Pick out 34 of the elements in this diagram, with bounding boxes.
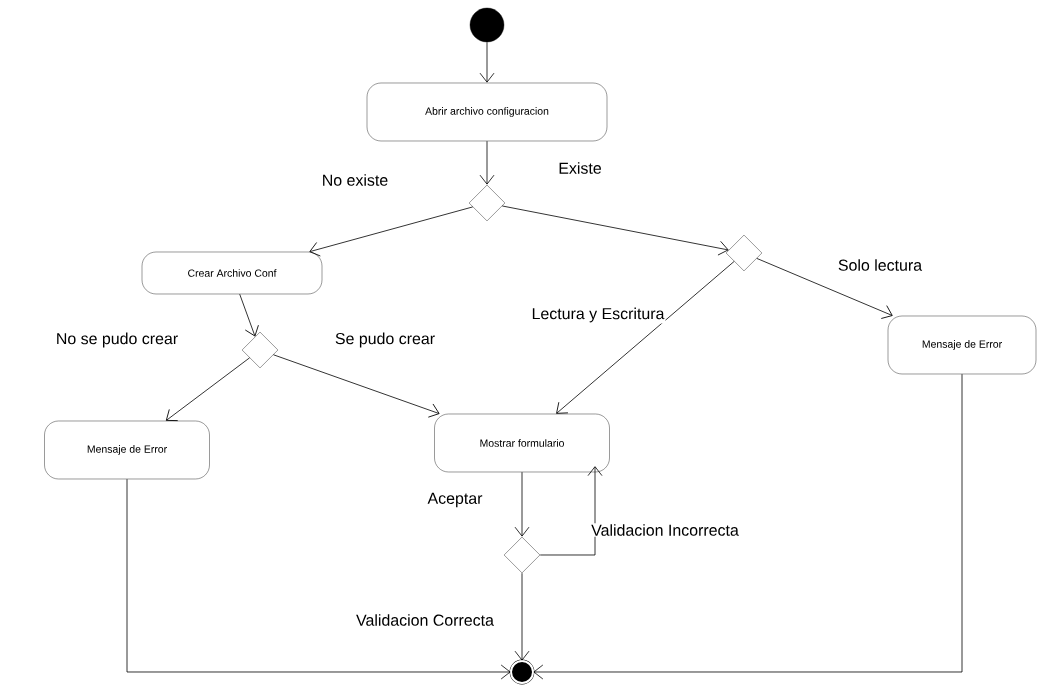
edge-label: Validacion Incorrecta (590, 523, 740, 537)
arrow (126, 478, 511, 680)
edge-label: Lectura y Escritura (530, 306, 666, 324)
edge-label: Validacion Correcta (355, 613, 495, 627)
edge-label: No se pudo crear (54, 331, 180, 349)
edge-label: Aceptar (426, 491, 484, 509)
arrow (533, 373, 963, 680)
arrow (479, 41, 495, 83)
arrow (309, 206, 474, 257)
arrow (756, 258, 893, 319)
start-node (469, 7, 505, 43)
decision-diamond (241, 331, 279, 369)
decision-diamond (725, 234, 763, 272)
decision-diamond (468, 184, 506, 222)
activity-box: Mensaje de Error (887, 315, 1037, 375)
arrow (239, 293, 259, 337)
activity-box: Crear Archivo Conf (141, 251, 323, 295)
end-node (509, 659, 535, 685)
arrow (556, 261, 735, 414)
edge-label: Se pudo crear (333, 331, 437, 349)
activity-box: Abrir archivo configuracion (366, 82, 608, 142)
arrow (514, 471, 530, 537)
arrow (479, 140, 495, 185)
arrow (514, 572, 530, 661)
edge-label: No existe (320, 173, 390, 187)
arrow (501, 205, 729, 256)
edge-label: Solo lectura (836, 258, 924, 272)
decision-diamond (503, 536, 541, 574)
arrow (165, 357, 250, 421)
arrow (273, 354, 440, 418)
edge-label: Existe (557, 161, 603, 175)
activity-box: Mostrar formulario (434, 413, 610, 473)
activity-box: Mensaje de Error (44, 420, 210, 480)
arrow (539, 466, 603, 556)
